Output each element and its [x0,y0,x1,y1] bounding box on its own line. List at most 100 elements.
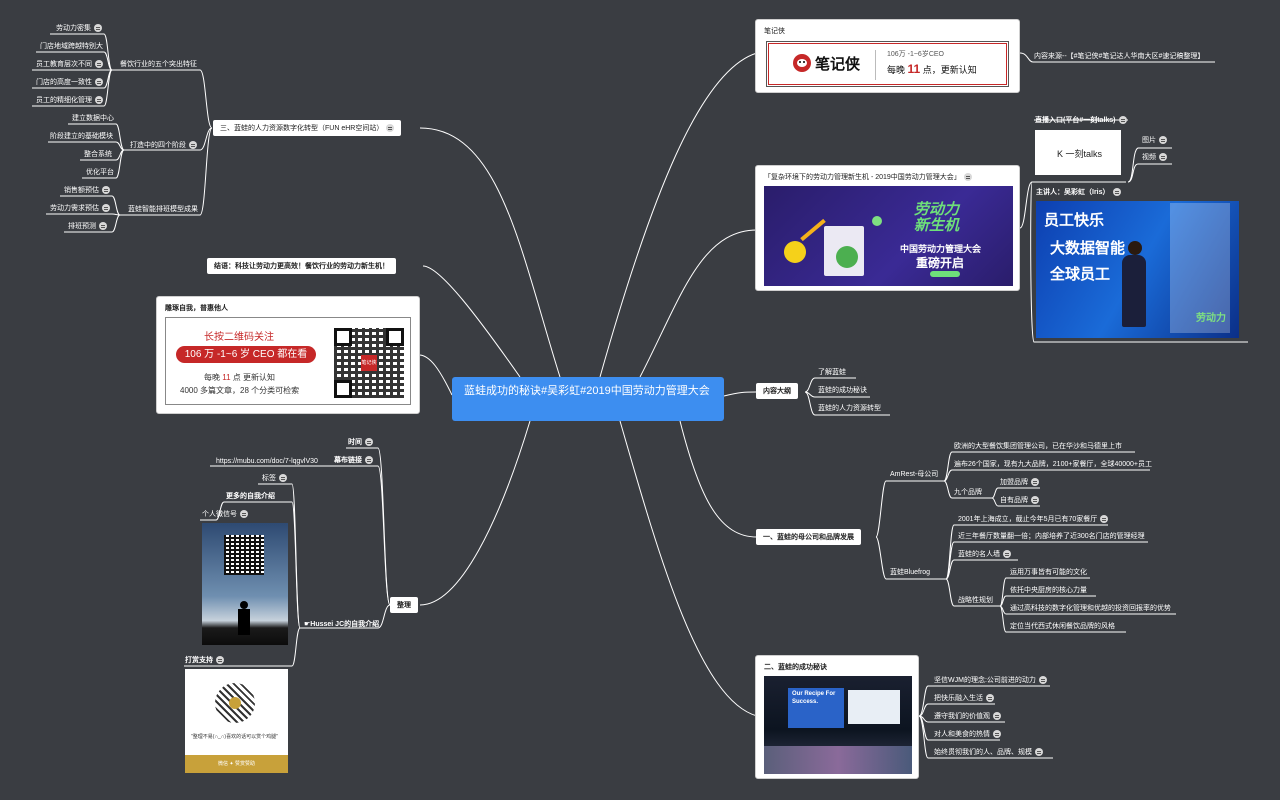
strategy-item-2[interactable]: 依托中央厨房的核心力量 [1010,587,1087,594]
arrange-node[interactable]: 整理 [390,597,418,613]
picture-link[interactable]: 图片 [1142,136,1167,146]
section2-item-1[interactable]: 坚信WJM的理念:公司前进的动力 [934,676,1047,686]
outline-node[interactable]: 内容大纲 [756,383,798,399]
speaker-label[interactable]: 主讲人：吴彩虹（Iris） [1036,188,1121,198]
hr-group-1[interactable]: 餐饮行业的五个突出特征 [120,61,197,68]
hr-g1-item-4[interactable]: 门店的高度一致性 [36,78,103,88]
hr-g3-item-3[interactable]: 排班预测 [68,222,107,232]
nine-brands-node[interactable]: 九个品牌 [954,489,982,496]
note-icon [1031,478,1039,487]
conference-card[interactable]: 「复杂环境下的劳动力管理新生机 - 2019中国劳动力管理大会」 劳动力 新生机… [755,165,1020,291]
hr-g2-item-2[interactable]: 阶段建立的基础模块 [50,133,113,140]
note-icon [1118,116,1127,125]
live-entry-label[interactable]: 直播入口(平台#一刻talks) [1035,116,1127,126]
live-entry-logo[interactable]: K 一刻talks [1035,130,1121,175]
note-icon [1035,748,1043,757]
wechat-node[interactable]: 个人微信号 [202,510,248,520]
hr-g1-item-5[interactable]: 员工的精细化管理 [36,96,103,106]
strategy-item-4[interactable]: 定位当代西式休闲餐饮品牌的风格 [1010,623,1115,630]
time-node[interactable]: 时间 [348,438,373,448]
note-icon [1038,676,1047,685]
mubu-link-node[interactable]: 幕布链接 [334,456,373,466]
note-icon [963,173,972,182]
banner-line2: 重磅开启 [916,256,965,270]
hr-group-3[interactable]: 蓝蛙智能排班模型成果 [128,206,198,213]
conclusion-node[interactable]: 结语：科技让劳动力更高效！餐饮行业的劳动力新生机！ [207,258,396,274]
note-icon [99,222,107,231]
wechat-photo [202,523,288,645]
hr-g1-item-1[interactable]: 劳动力密集 [56,24,102,34]
bluefrog-node[interactable]: 蓝蛙Bluefrog [890,569,931,576]
hr-g1-item-3[interactable]: 员工教育层次不同 [36,60,103,70]
promo-title: 雕琢自我，普惠他人 [165,305,228,312]
note-icon [189,141,197,150]
hr-group-2[interactable]: 打造中的四个阶段 [130,141,197,151]
hr-g2-item-4[interactable]: 优化平台 [86,169,114,176]
bijixia-banner: 笔记侠 106万 -1~6岁CEO 每晚 11 点，更新认知 [766,41,1009,87]
section2-card[interactable]: 二、蓝蛙的成功秘诀 Our Recipe For Success. [755,655,919,779]
note-icon [1112,188,1121,197]
hr-g2-item-1[interactable]: 建立数据中心 [72,115,114,122]
root-topic[interactable]: 蓝蛙成功的秘诀#吴彩虹#2019中国劳动力管理大会 [452,377,724,421]
hr-g1-item-2[interactable]: 门店地域跨越特别大 [40,43,103,50]
bijixia-logo-icon [793,54,811,72]
note-icon [240,510,248,519]
bijixia-card[interactable]: 笔记侠 笔记侠 106万 -1~6岁CEO 每晚 11 点，更新认知 [755,19,1020,93]
section2-item-3[interactable]: 遵守我们的价值观 [934,712,1001,722]
amrest-item-2[interactable]: 遍布26个国家，现有九大品牌，2100+家餐厅，全球40000+员工 [954,461,1152,468]
section1-node[interactable]: 一、蓝蛙的母公司和品牌发展 [756,529,861,545]
banner-line1: 中国劳动力管理大会 [900,244,982,254]
note-icon [94,24,102,33]
mubu-link-url[interactable]: https://mubu.com/doc/7-lqgvlV30 [216,458,318,465]
promo-card[interactable]: 雕琢自我，普惠他人 长按二维码关注 106 万 -1~6 岁 CEO 都在看 每… [156,296,420,414]
bluefrog-item-2[interactable]: 近三年餐厅数量翻一倍；内部培养了近300名门店的管理经理 [958,533,1145,540]
strategy-node[interactable]: 战略性规划 [958,597,993,604]
outline-item-3[interactable]: 蓝蛙的人力资源转型 [818,405,881,412]
outline-item-2[interactable]: 蓝蛙的成功秘诀 [818,387,867,394]
outline-item-1[interactable]: 了解蓝蛙 [818,369,846,376]
hr-g3-item-1[interactable]: 销售额预估 [64,186,110,196]
section2-item-5[interactable]: 始终贯彻我们的人、品牌、规模 [934,748,1043,758]
more-intro-node[interactable]: 更多的自我介绍 [226,493,275,500]
amrest-item-1[interactable]: 欧洲的大型餐饮集团管理公司，已在华沙和马德里上市 [954,443,1122,450]
bijixia-source[interactable]: 内容来源--【#笔记侠#笔记达人华南大区#速记稿整理】 [1034,53,1205,60]
amrest-node[interactable]: AmRest-母公司 [890,471,939,478]
note-icon [1159,153,1167,162]
section2-item-4[interactable]: 对人和美食的热情 [934,730,1001,740]
wechat-qr-code [224,535,264,575]
hr-g3-item-2[interactable]: 劳动力需求预估 [50,204,110,214]
tag-node[interactable]: 标签 [262,474,287,484]
hr-node[interactable]: 三、蓝蛙的人力资源数字化转型（FUN eHR空间站） [213,120,402,136]
own-brand[interactable]: 自有品牌 [1000,496,1039,506]
bluefrog-item-1[interactable]: 2001年上海成立，截止今年5月已有70家餐厅 [958,515,1109,525]
video-link[interactable]: 视频 [1142,153,1167,163]
note-icon [1031,496,1039,505]
conference-banner: 劳动力 新生机 中国劳动力管理大会 重磅开启 [764,186,1013,286]
section2-title: 二、蓝蛙的成功秘诀 [764,664,827,671]
note-icon [1003,550,1011,559]
note-icon [95,96,103,105]
note-icon [102,204,110,213]
note-icon [216,656,224,665]
note-icon [365,456,373,465]
note-icon [95,60,103,69]
strategy-item-1[interactable]: 运用万事皆有可能的文化 [1010,569,1087,576]
bijixia-stat: 106万 -1~6岁CEO [887,51,944,58]
note-icon [102,186,110,195]
self-intro-node[interactable]: ☛Hussei JC的自我介绍 [304,621,380,628]
note-icon [279,474,287,483]
note-icon [386,124,395,133]
note-icon [1100,515,1109,524]
bluefrog-item-3[interactable]: 蓝蛙的名人墙 [958,550,1011,560]
section2-item-2[interactable]: 把快乐融入生活 [934,694,994,704]
banner-big: 新生机 [914,217,960,234]
franchise-brand[interactable]: 加盟品牌 [1000,478,1039,488]
tip-node[interactable]: 打赏支持 [185,656,224,666]
promo-banner: 长按二维码关注 106 万 -1~6 岁 CEO 都在看 每晚 11 点 更新认… [165,317,411,405]
note-icon [1159,136,1167,145]
strategy-item-3[interactable]: 通过高科技的数字化管理和优越的投资回报率的优势 [1010,605,1171,612]
bijixia-slogan: 每晚 11 点，更新认知 [887,62,977,76]
hr-g2-item-3[interactable]: 整合系统 [84,151,112,158]
note-icon [95,78,103,87]
